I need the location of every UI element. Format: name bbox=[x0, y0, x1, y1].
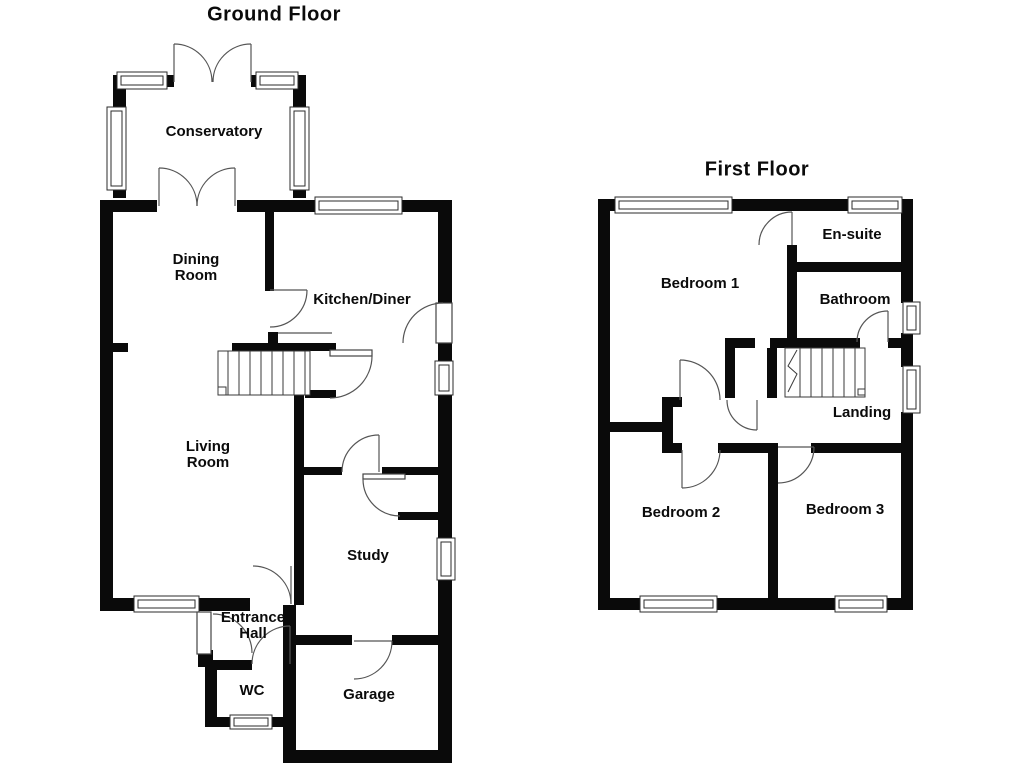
door bbox=[402, 302, 453, 344]
window bbox=[106, 106, 127, 191]
ground-floor-title: Ground Floor bbox=[207, 3, 341, 26]
door bbox=[329, 349, 373, 399]
window bbox=[902, 301, 921, 335]
room-label-entrance-hall: Entrance Hall bbox=[220, 609, 286, 642]
door bbox=[341, 434, 380, 473]
door bbox=[777, 446, 815, 484]
first-floor-doors bbox=[679, 211, 889, 489]
window bbox=[116, 71, 168, 90]
ground-floor-walls bbox=[100, 75, 452, 763]
door bbox=[856, 310, 889, 343]
window bbox=[229, 714, 273, 730]
door bbox=[251, 625, 291, 665]
window bbox=[314, 196, 403, 215]
french-doors bbox=[158, 167, 236, 207]
door bbox=[269, 289, 332, 334]
door bbox=[362, 473, 406, 517]
front-door bbox=[196, 611, 253, 655]
window bbox=[434, 360, 454, 396]
room-label-landing: Landing bbox=[832, 404, 892, 421]
window bbox=[436, 537, 456, 581]
first-floor-windows bbox=[614, 196, 921, 613]
room-label-bedroom-1: Bedroom 1 bbox=[660, 275, 740, 292]
room-label-kitchen-diner: Kitchen/Diner bbox=[313, 291, 411, 308]
window bbox=[639, 595, 718, 613]
room-label-en-suite: En-suite bbox=[822, 226, 882, 243]
room-label-bathroom: Bathroom bbox=[819, 291, 891, 308]
door bbox=[758, 211, 793, 246]
window bbox=[133, 595, 200, 613]
room-label-wc: WC bbox=[239, 682, 265, 699]
ground-floor-windows bbox=[106, 71, 456, 730]
french-doors bbox=[173, 43, 252, 83]
door bbox=[726, 399, 758, 431]
window bbox=[614, 196, 733, 214]
first-floor-stairs bbox=[784, 347, 866, 398]
door bbox=[681, 449, 721, 489]
room-label-bedroom-3: Bedroom 3 bbox=[805, 501, 885, 518]
room-label-living-room: Living Room bbox=[185, 438, 231, 471]
ground-floor-stairs bbox=[217, 350, 311, 396]
window bbox=[834, 595, 888, 613]
room-label-bedroom-2: Bedroom 2 bbox=[641, 504, 721, 521]
door bbox=[353, 640, 393, 680]
first-floor-title: First Floor bbox=[704, 158, 810, 181]
window bbox=[902, 365, 921, 414]
door bbox=[252, 565, 292, 605]
room-label-dining-room: Dining Room bbox=[172, 251, 220, 284]
window bbox=[847, 196, 903, 214]
room-label-garage: Garage bbox=[343, 686, 395, 703]
window bbox=[255, 71, 299, 90]
window bbox=[289, 106, 310, 191]
door bbox=[679, 359, 721, 401]
ground-floor-doors bbox=[158, 43, 453, 680]
room-label-conservatory: Conservatory bbox=[165, 123, 263, 140]
room-label-study: Study bbox=[347, 547, 389, 564]
